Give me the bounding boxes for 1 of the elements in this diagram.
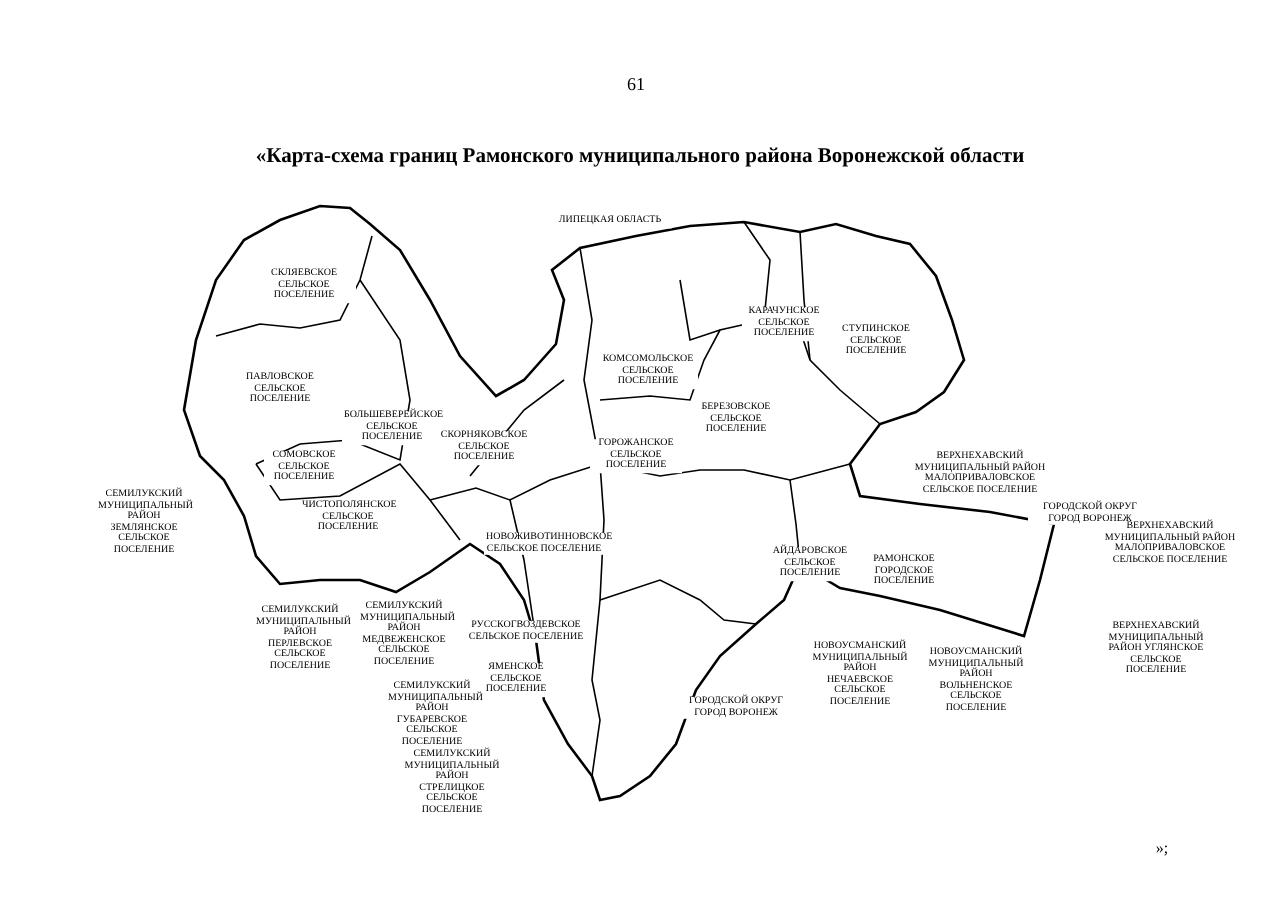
map-title: «Карта-схема границ Рамонского муниципального района Воронежской области <box>253 146 1027 168</box>
